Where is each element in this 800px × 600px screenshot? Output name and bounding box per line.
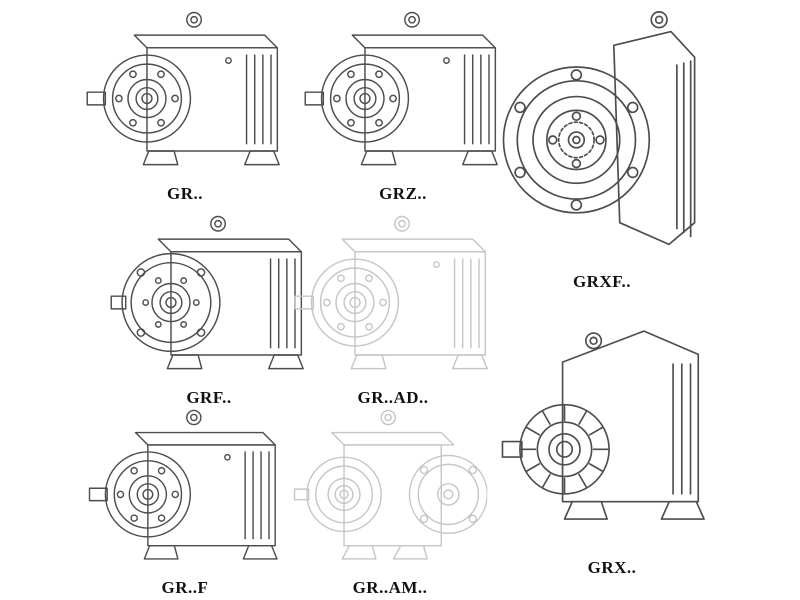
gearbox-cell-grfoot: GR..F [80, 406, 290, 598]
gearbox-cell-gram: GR..AM.. [285, 406, 495, 598]
gearbox-grxf-label: GRXF.. [572, 272, 632, 291]
gearbox-grf-drawing [109, 212, 309, 384]
gearbox-cell-grad: GR..AD.. [288, 212, 498, 408]
gearbox-cell-grx: GRX.. [497, 302, 727, 578]
gearbox-gr-label: GR.. [167, 184, 203, 203]
gearbox-grx-label: GRX.. [587, 558, 637, 577]
gearbox-grxf-drawing [493, 2, 711, 268]
gearbox-gram-drawing [290, 406, 490, 574]
gearbox-cell-grz: GRZ.. [298, 8, 508, 204]
gearbox-grad-drawing [293, 212, 493, 384]
gearbox-grfoot-drawing [85, 406, 285, 574]
gearbox-grfoot-label: GR..F [161, 578, 209, 597]
gearbox-gr-drawing [85, 8, 285, 180]
gearbox-grx-drawing [498, 302, 726, 554]
gearbox-grz-drawing [303, 8, 503, 180]
gearbox-gram-label: GR..AM.. [352, 578, 428, 597]
gearbox-cell-gr: GR.. [80, 8, 290, 204]
gearbox-cell-grxf: GRXF.. [492, 2, 712, 292]
gearbox-grz-label: GRZ.. [379, 184, 427, 203]
gearbox-grf-label: GRF.. [186, 388, 232, 407]
gearbox-cell-grf: GRF.. [104, 212, 314, 408]
gearbox-grad-label: GR..AD.. [357, 388, 429, 407]
